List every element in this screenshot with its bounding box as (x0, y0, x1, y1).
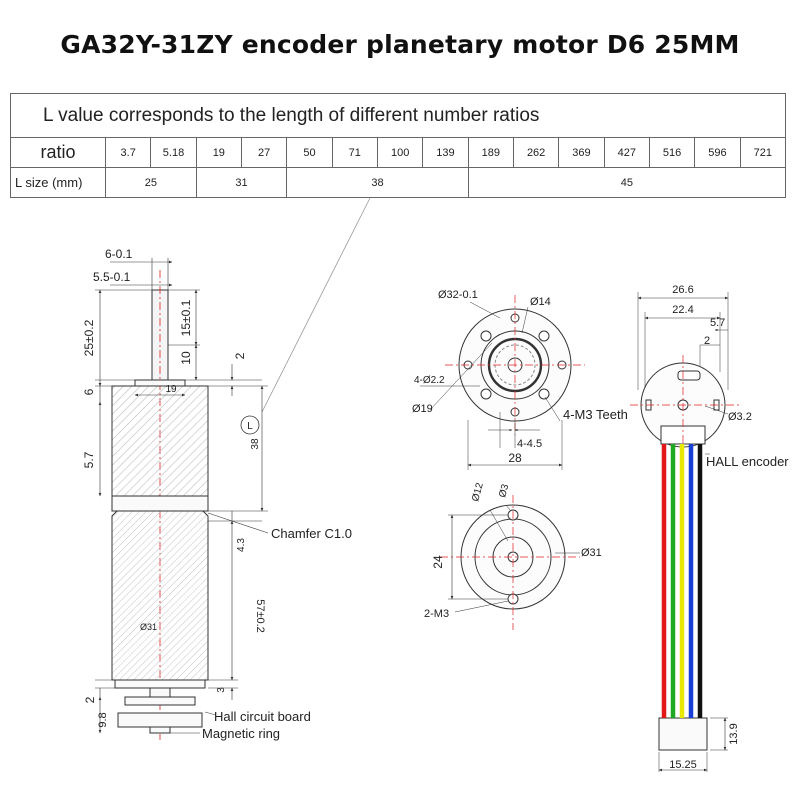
dim-L: L (247, 421, 253, 432)
table-leader-line (261, 197, 371, 413)
dim-dia-32: Ø32-0.1 (438, 289, 478, 301)
ratio-cell: 139 (422, 137, 469, 168)
dim-dia-3: Ø3 (497, 483, 511, 499)
dim-dia-12: Ø12 (470, 481, 486, 503)
dim-dia-31: Ø31 (581, 547, 602, 559)
size-cell: 25 (105, 167, 197, 198)
ratio-cell: 50 (286, 137, 333, 168)
mount-hole (538, 330, 550, 342)
dim-57: 57±0.2 (254, 599, 266, 633)
teeth-label: 4-M3 Teeth (563, 407, 628, 422)
ratio-cell: 19 (195, 137, 242, 168)
dim-15-25: 15.25 (669, 759, 697, 771)
dim-22-4: 22.4 (672, 304, 693, 316)
ratio-size-table: L value corresponds to the length of dif… (9, 93, 787, 198)
ratio-cell: 516 (648, 137, 696, 168)
ratio-cell: 100 (376, 137, 424, 168)
dim-3: 3 (216, 687, 227, 693)
m3-label: 2-M3 (424, 608, 449, 620)
dim-enc-2: 2 (704, 335, 710, 347)
ratio-cell: 262 (512, 137, 560, 168)
dim-13-9: 13.9 (728, 723, 740, 744)
dim-shaft-dia: 6-0.1 (105, 247, 133, 261)
side-view (95, 258, 269, 740)
front-view-labels: Ø32-0.1 Ø14 4-Ø2.2 Ø19 4-M3 Teeth 4-4.5 … (412, 289, 628, 465)
chamfer-label: Chamfer C1.0 (271, 526, 352, 541)
dim-2-top: 2 (233, 352, 247, 359)
ratio-cell: 369 (558, 137, 605, 168)
rear-view (440, 495, 580, 630)
size-label: L size (mm) (10, 167, 106, 198)
dim-9-8: 9.8 (97, 712, 109, 727)
dim-5-7: 5.7 (82, 451, 96, 468)
page-title: GA32Y-31ZY encoder planetary motor D6 25… (60, 30, 740, 59)
dim-2-bottom: 2 (83, 696, 97, 703)
wire-connector (658, 717, 708, 751)
dim-enc-5-7: 5.7 (710, 317, 725, 329)
magnetic-ring-part (124, 696, 196, 706)
dim-dia-14: Ø14 (530, 296, 551, 308)
ratio-cell: 596 (694, 137, 741, 168)
gear-boss (134, 379, 186, 387)
dim-4-4-5: 4-4.5 (517, 438, 542, 450)
motor-body (111, 510, 209, 681)
front-view (420, 295, 585, 470)
dim-10: 10 (179, 351, 193, 365)
encoder-view (630, 292, 740, 772)
ratio-cell: 3.7 (104, 137, 152, 168)
dim-dia-19: Ø19 (412, 403, 433, 415)
rear-view-labels: Ø12 Ø3 Ø31 24 2-M3 (424, 481, 602, 620)
encoder-view-labels: 26.6 22.4 5.7 2 Ø3.2 HALL encoder 13.9 1… (669, 284, 789, 771)
size-cell: 45 (467, 167, 787, 198)
dim-28: 28 (508, 451, 522, 465)
dim-shaft-len: 25±0.2 (82, 319, 96, 356)
dim-26-6: 26.6 (672, 284, 693, 296)
gearbox-body (111, 385, 209, 497)
size-cell: 31 (195, 167, 288, 198)
ratio-cell: 189 (467, 137, 514, 168)
dim-flat-len: 15±0.1 (179, 299, 193, 336)
size-cell: 38 (286, 167, 469, 198)
mount-hole (538, 388, 550, 400)
dim-38: 38 (250, 438, 261, 450)
mount-hole (480, 330, 492, 342)
dim-dia-3-2: Ø3.2 (728, 411, 752, 423)
hall-encoder-label: HALL encoder (706, 454, 789, 469)
hall-board-label: Hall circuit board (214, 709, 311, 724)
encoder-wires (661, 444, 703, 718)
dim-4-3: 4.3 (236, 538, 247, 552)
table-header: L value corresponds to the length of dif… (9, 93, 787, 138)
magnetic-ring-label: Magnetic ring (202, 726, 280, 741)
ratio-label: ratio (10, 137, 106, 168)
gearbox-collar (111, 495, 209, 512)
ratio-cell: 721 (739, 137, 787, 168)
hall-circuit-board-part (114, 679, 206, 689)
mount-hole (480, 388, 492, 400)
dim-24: 24 (431, 555, 445, 569)
dim-31: Ø31 (140, 622, 157, 632)
dim-flat: 5.5-0.1 (93, 270, 131, 284)
side-view-labels: 6-0.1 5.5-0.1 25±0.2 15±0.1 10 2 6 19 L … (82, 247, 352, 741)
dim-6: 6 (82, 388, 96, 395)
dim-19: 19 (165, 384, 177, 395)
dim-holes: 4-Ø2.2 (414, 375, 445, 386)
